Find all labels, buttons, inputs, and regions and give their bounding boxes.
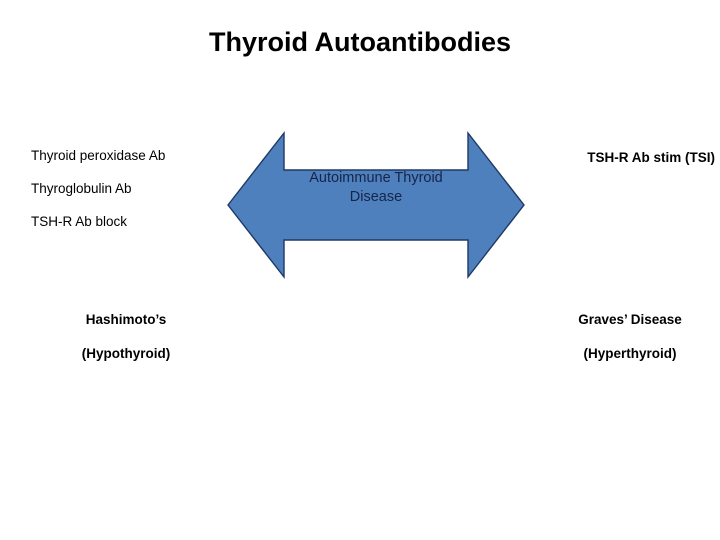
diagnosis-left-name: Hashimoto’s bbox=[85, 312, 167, 327]
diagnosis-right-state: (Hyperthyroid) bbox=[583, 346, 677, 361]
page-title: Thyroid Autoantibodies bbox=[209, 27, 511, 57]
list-item: TSH-R Ab block bbox=[31, 214, 128, 229]
diagnosis-left-state: (Hypothyroid) bbox=[81, 346, 171, 361]
autoimmune-thyroid-disease-arrow: Autoimmune Thyroid Disease bbox=[224, 128, 528, 283]
right-antibody-label: TSH-R Ab stim (TSI) bbox=[587, 150, 715, 165]
diagnosis-right-name: Graves’ Disease bbox=[578, 312, 682, 327]
left-antibody-list: Thyroid peroxidase Ab Thyroglobulin Ab T… bbox=[31, 148, 231, 230]
list-item: Thyroid peroxidase Ab bbox=[31, 148, 166, 163]
diagnosis-right: Graves’ Disease (Hyperthyroid) bbox=[530, 311, 720, 362]
double-headed-arrow-icon bbox=[227, 130, 525, 280]
diagnosis-left: Hashimoto’s (Hypothyroid) bbox=[26, 311, 226, 362]
list-item: Thyroglobulin Ab bbox=[31, 181, 132, 196]
